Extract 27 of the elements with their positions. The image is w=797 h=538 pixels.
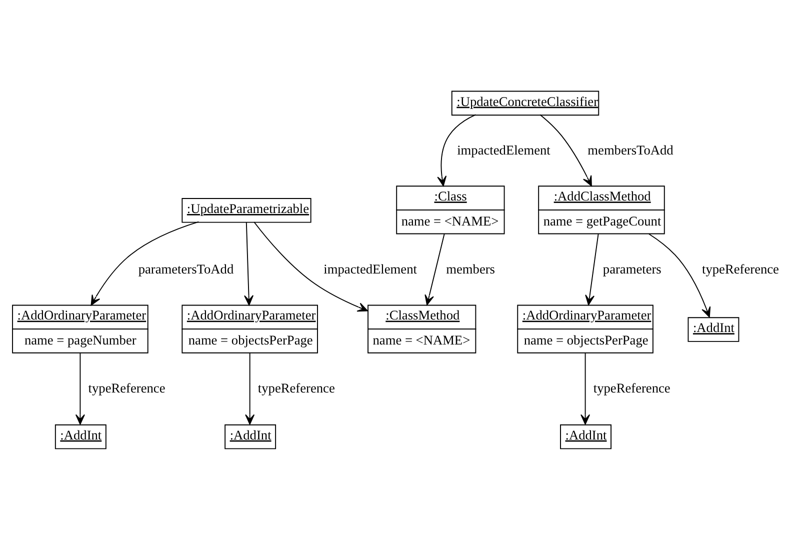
node-box: :UpdateConcreteClassifier bbox=[451, 90, 600, 116]
arrow bbox=[245, 352, 255, 424]
edge-label: members bbox=[446, 261, 496, 276]
arrow bbox=[648, 233, 711, 317]
arrow bbox=[254, 221, 368, 312]
arrow bbox=[90, 220, 200, 306]
edge-label: typeReference bbox=[258, 380, 335, 396]
arrow bbox=[437, 114, 476, 186]
arrow bbox=[75, 352, 85, 424]
arrow bbox=[585, 232, 599, 305]
node-box: :AddInt bbox=[224, 424, 276, 449]
edge-label: typeReference bbox=[702, 261, 779, 276]
edge-label: impactedElement bbox=[457, 142, 550, 157]
arrow bbox=[424, 232, 445, 305]
arrow bbox=[580, 352, 590, 424]
node-box: :AddInt bbox=[54, 424, 106, 449]
node-box: :AddInt bbox=[560, 424, 612, 449]
edge-label: parameters bbox=[602, 261, 662, 276]
edge-label: impactedElement bbox=[324, 261, 417, 276]
arrow bbox=[540, 114, 592, 186]
edge-label: parametersToAdd bbox=[138, 261, 234, 276]
edge-label: membersToAdd bbox=[588, 142, 674, 157]
arrow bbox=[244, 221, 254, 306]
edge-label: typeReference bbox=[593, 380, 670, 396]
node-box: :UpdateParametrizable bbox=[182, 198, 312, 222]
node-box: :AddInt bbox=[688, 316, 740, 342]
edge-label: typeReference bbox=[88, 380, 166, 396]
